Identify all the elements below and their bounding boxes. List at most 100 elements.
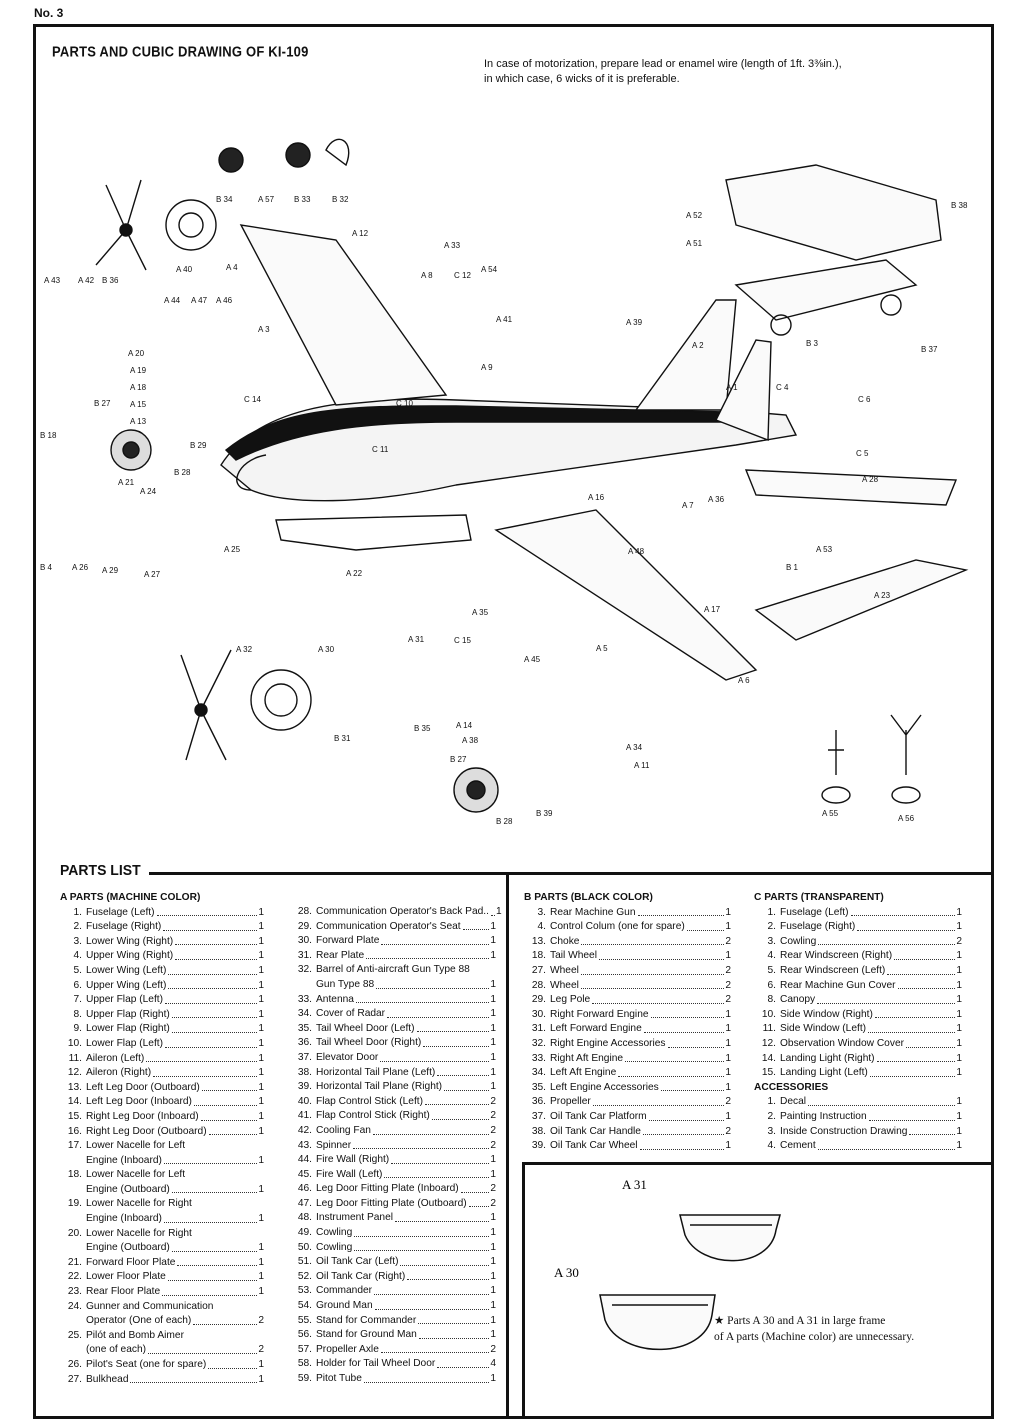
part-quantity: 1 (258, 1271, 264, 1283)
dot-leader (162, 1285, 258, 1296)
label-a11: A 11 (634, 761, 650, 770)
part-quantity: 1 (725, 1140, 731, 1152)
part-name: Spinner (316, 1139, 352, 1151)
part-name: Left Leg Door (Inboard) (86, 1096, 192, 1108)
part-number: 12. (67, 1067, 82, 1079)
label-b3: B 3 (806, 339, 819, 348)
floor-plate (275, 514, 472, 551)
part-quantity: 1 (258, 1052, 264, 1064)
part-number: 30. (531, 1008, 546, 1020)
page-frame (33, 24, 994, 1419)
dot-leader (850, 906, 956, 917)
part-quantity: 1 (490, 1212, 496, 1224)
part-number: 5. (767, 964, 777, 976)
part-name: Stand for Commander (316, 1314, 417, 1326)
part-name: Painting Instruction (780, 1110, 867, 1122)
part-quantity: 1 (956, 1125, 962, 1137)
part-number: 32. (531, 1037, 546, 1049)
label-a6: A 6 (738, 676, 750, 685)
part-number: 34. (531, 1067, 546, 1079)
parts-list-row: 2.Fuselage (Right)1 (60, 920, 265, 935)
parts-list-row: 1.Fuselage (Left)1 (60, 906, 265, 921)
column-divider (506, 875, 509, 1419)
parts-list-row: 46.Leg Door Fitting Plate (Inboard)2 (290, 1182, 496, 1197)
label-b31: B 31 (334, 734, 351, 743)
part-name: Rear Windscreen (Right) (780, 950, 893, 962)
part-name: Propeller Axle (316, 1343, 379, 1355)
part-quantity: 1 (490, 1066, 496, 1078)
label-a53: A 53 (816, 545, 833, 554)
part-name: Rear Machine Gun (550, 906, 636, 918)
part-number: 10. (67, 1037, 82, 1049)
part-number: 18. (67, 1169, 82, 1181)
part-quantity: 1 (258, 1256, 264, 1268)
dot-leader (366, 949, 490, 960)
oil-tank-car-platform (734, 259, 918, 321)
part-number: 28. (297, 906, 312, 917)
parts-list-row: 28.Communication Operator's Back Pad..1 (290, 905, 502, 920)
label-a55: A 55 (822, 809, 839, 818)
part-name: Side Window (Right) (780, 1008, 873, 1020)
part-name: Fuselage (Right) (780, 921, 856, 933)
part-number: 6. (73, 979, 83, 991)
dot-leader (400, 1255, 490, 1266)
dot-leader (874, 1008, 956, 1019)
parts-list-row: Engine (Outboard)1 (60, 1241, 264, 1256)
inset-label-a30: A 30 (554, 1265, 579, 1280)
label-a8: A 8 (421, 271, 433, 280)
part-number: 15. (761, 1067, 776, 1079)
inset-drawing: A 31 A 30 (554, 1177, 781, 1351)
label-a54: A 54 (481, 265, 498, 274)
dot-leader (425, 1095, 490, 1106)
dot-leader (372, 1124, 490, 1135)
part-name: Pitot Tube (316, 1373, 362, 1384)
part-number: 2. (73, 921, 83, 933)
label-b33: B 33 (294, 195, 311, 204)
part-quantity: 1 (490, 1314, 496, 1326)
part-number: 22. (67, 1271, 82, 1283)
dot-leader (468, 1197, 490, 1208)
label-a28: A 28 (862, 475, 879, 484)
part-name: Fire Wall (Right) (316, 1154, 390, 1166)
part-number: 2. (767, 921, 777, 933)
part-number: 31. (297, 949, 312, 961)
part-name: Cowling (316, 1227, 353, 1239)
part-name: Fire Wall (Left) (316, 1168, 383, 1180)
label-a9: A 9 (481, 363, 493, 372)
label-a13: A 13 (130, 417, 147, 426)
label-b4: B 4 (40, 563, 53, 572)
part-quantity: 1 (258, 994, 264, 1006)
nose-cone (236, 454, 267, 491)
label-a36: A 36 (708, 495, 725, 504)
label-a41: A 41 (496, 315, 513, 324)
label-a27: A 27 (144, 570, 161, 579)
parts-list-row: 15.Right Leg Door (Inboard)1 (60, 1110, 264, 1125)
part-number: 9. (73, 1023, 83, 1035)
part-quantity: 1 (725, 921, 731, 933)
label-a42: A 42 (78, 276, 95, 285)
parts-list-row: Engine (Outboard)1 (60, 1183, 264, 1198)
page-number: No. 3 (34, 6, 64, 20)
part-quantity: 1 (956, 1052, 962, 1064)
parts-list-row: 8.Upper Flap (Right)1 (60, 1008, 265, 1023)
parts-list-row: 10.Side Window (Right)1 (754, 1008, 962, 1023)
part-quantity: 1 (490, 1285, 496, 1297)
part-quantity: 2 (490, 1139, 496, 1151)
dot-leader (407, 1270, 490, 1281)
c-parts-column: C PARTS (TRANSPARENT) 1.Fuselage (Left)1… (754, 891, 962, 1154)
part-quantity: 1 (725, 1037, 731, 1049)
part-quantity: 1 (490, 1241, 496, 1253)
parts-list-row: 5.Rear Windscreen (Left)1 (754, 964, 963, 979)
exploded-drawing: B 34 A 57 B 33 B 32 A 12 A 33 A 52 B 38 … (40, 138, 969, 826)
parts-list-row: 4.Upper Wing (Right)1 (60, 949, 265, 964)
